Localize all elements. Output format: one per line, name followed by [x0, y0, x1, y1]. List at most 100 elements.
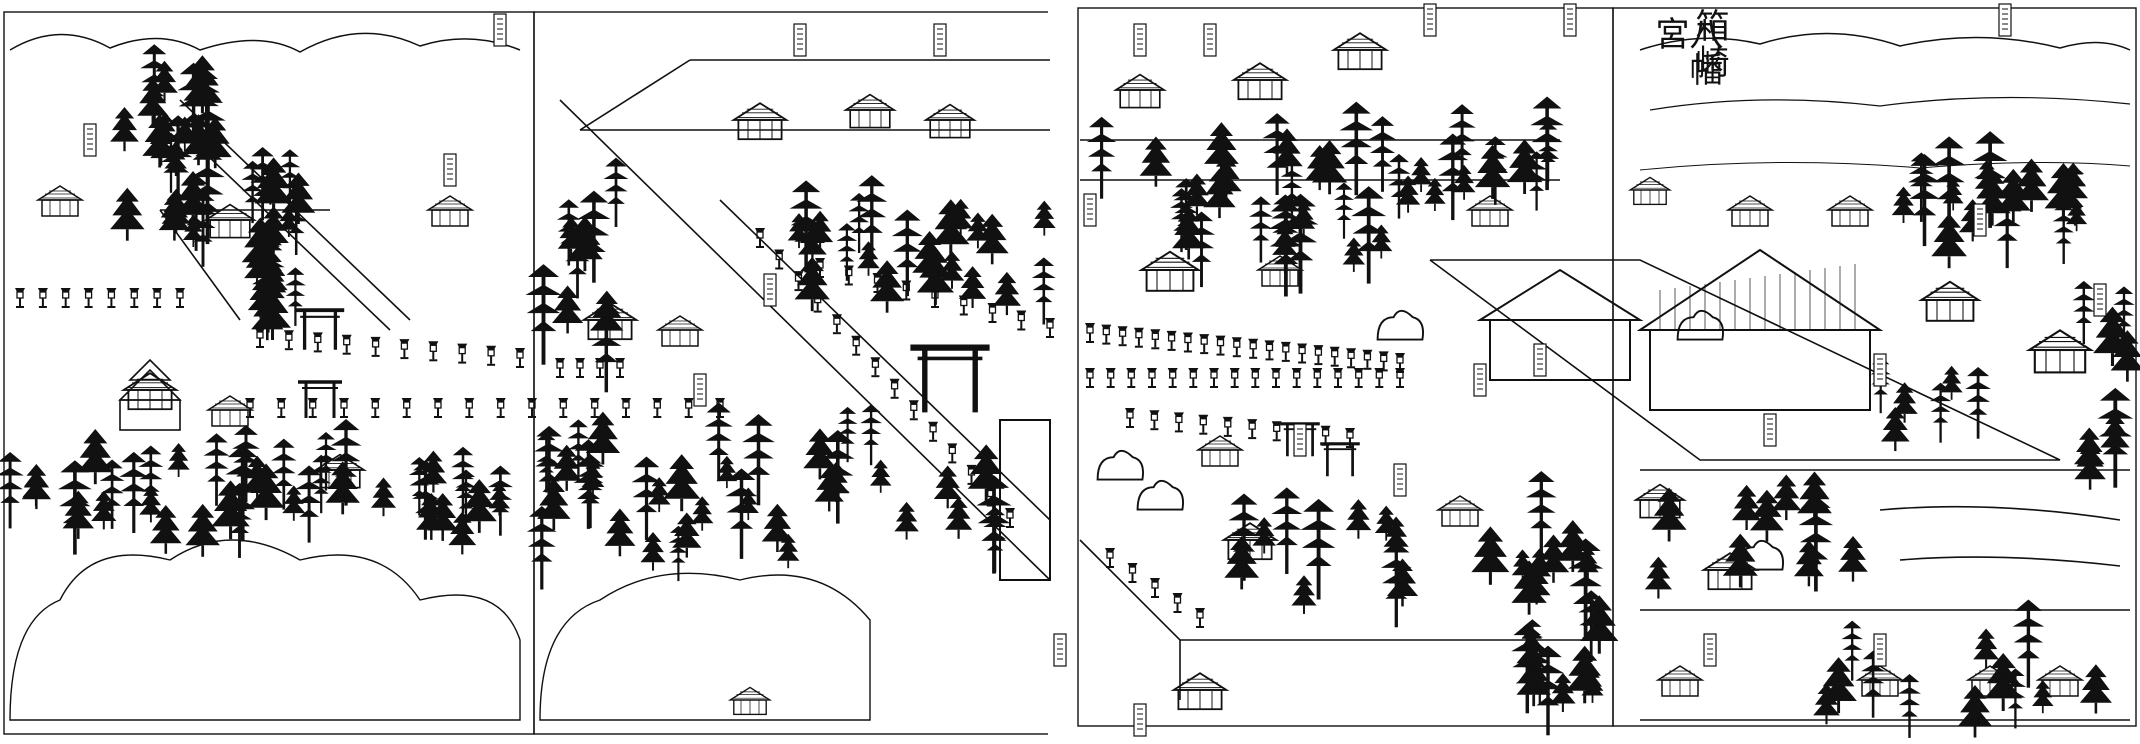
- pine-tree: [167, 442, 190, 477]
- building: [1197, 435, 1243, 467]
- stone-lantern: [82, 287, 95, 309]
- stone-lantern: [958, 294, 970, 317]
- building: [1172, 672, 1228, 711]
- placard: [1973, 203, 1987, 237]
- stone-lantern: [1271, 420, 1283, 442]
- placard: [1703, 633, 1717, 667]
- pine-tree: [1932, 136, 1967, 231]
- pine-tree: [525, 264, 562, 365]
- placard: [1133, 23, 1147, 57]
- building: [732, 102, 788, 141]
- stone-lantern: [1222, 416, 1234, 438]
- building: [1467, 195, 1513, 227]
- stone-lantern: [1246, 418, 1258, 440]
- stone-lantern: [1133, 327, 1145, 349]
- pine-tree: [419, 450, 448, 493]
- stone-lantern: [128, 287, 140, 309]
- placard: [1473, 363, 1487, 397]
- stone-lantern: [869, 356, 882, 378]
- pine-tree: [1345, 499, 1372, 539]
- pine-tree: [295, 465, 323, 543]
- placard: [1393, 463, 1407, 497]
- stone-lantern: [495, 397, 507, 419]
- building: [924, 103, 976, 139]
- stone-lantern: [1291, 367, 1303, 389]
- stone-lantern: [463, 397, 475, 419]
- pine-tree: [1271, 487, 1303, 574]
- stone-lantern: [1015, 309, 1027, 332]
- stone-lantern: [1249, 367, 1261, 389]
- stone-lantern: [1229, 367, 1241, 389]
- hill-line: [9, 32, 521, 53]
- stone-lantern: [1148, 409, 1161, 431]
- pine-tree: [725, 468, 758, 559]
- placard: [83, 123, 97, 157]
- stone-lantern: [275, 397, 287, 419]
- pine-tree: [110, 187, 145, 241]
- stone-lantern: [1280, 341, 1292, 363]
- pine-tree: [1965, 366, 1991, 439]
- placard: [493, 13, 507, 47]
- stone-lantern: [338, 397, 350, 419]
- stone-lantern: [1084, 367, 1096, 389]
- pine-tree: [894, 501, 919, 540]
- stone-lantern: [1214, 334, 1227, 357]
- stone-lantern: [1126, 562, 1139, 584]
- stone-lantern: [683, 397, 695, 419]
- cloud: [9, 539, 521, 721]
- stone-lantern: [929, 287, 941, 309]
- title-line-1: 箱崎: [1689, 8, 1729, 80]
- building: [1629, 176, 1671, 206]
- placard: [933, 23, 947, 57]
- cloud: [539, 572, 871, 721]
- stone-lantern: [514, 347, 526, 369]
- placard: [793, 23, 807, 57]
- placard: [763, 273, 777, 307]
- pine-tree: [640, 531, 666, 571]
- placard: [1053, 633, 1067, 667]
- pine-tree: [62, 490, 95, 539]
- pine-tree: [1474, 144, 1511, 199]
- stone-lantern: [60, 287, 72, 309]
- stone-lantern: [620, 397, 632, 419]
- stone-lantern: [1171, 592, 1184, 614]
- torii-gate: [293, 308, 347, 352]
- pine-tree: [1651, 487, 1687, 542]
- stone-lantern: [754, 227, 766, 249]
- placard: [1133, 703, 1147, 737]
- placard: [443, 153, 457, 187]
- building: [1827, 195, 1873, 227]
- stone-lantern: [1270, 367, 1282, 389]
- building: [1232, 62, 1288, 101]
- stone-lantern: [1311, 367, 1323, 389]
- torii-gate: [910, 348, 989, 413]
- pine-tree: [110, 107, 139, 152]
- stone-lantern: [254, 327, 266, 349]
- stone-lantern: [850, 335, 862, 357]
- pine-tree: [1471, 526, 1510, 585]
- pine-tree: [1342, 237, 1366, 272]
- pine-tree: [370, 477, 397, 517]
- shrub: [1096, 449, 1145, 481]
- wall-line: [1879, 505, 2121, 567]
- stone-lantern: [151, 287, 163, 309]
- stone-lantern: [1197, 414, 1209, 436]
- placard: [1563, 3, 1577, 37]
- pine-tree: [1291, 575, 1317, 614]
- stone-lantern: [1105, 367, 1117, 389]
- pine-tree: [77, 429, 114, 485]
- stone-lantern: [812, 291, 824, 314]
- stone-lantern: [888, 378, 901, 400]
- stone-lantern: [105, 287, 118, 309]
- placard: [1873, 633, 1887, 667]
- stone-lantern: [432, 397, 444, 419]
- pine-tree: [1249, 196, 1273, 263]
- stone-lantern: [1104, 547, 1116, 569]
- placard: [1083, 193, 1097, 227]
- wall-line: [559, 99, 1051, 581]
- pine-tree: [1940, 365, 1963, 400]
- stone-lantern: [1146, 367, 1158, 389]
- building: [37, 185, 83, 217]
- stone-lantern: [589, 397, 601, 419]
- stone-lantern: [485, 345, 497, 367]
